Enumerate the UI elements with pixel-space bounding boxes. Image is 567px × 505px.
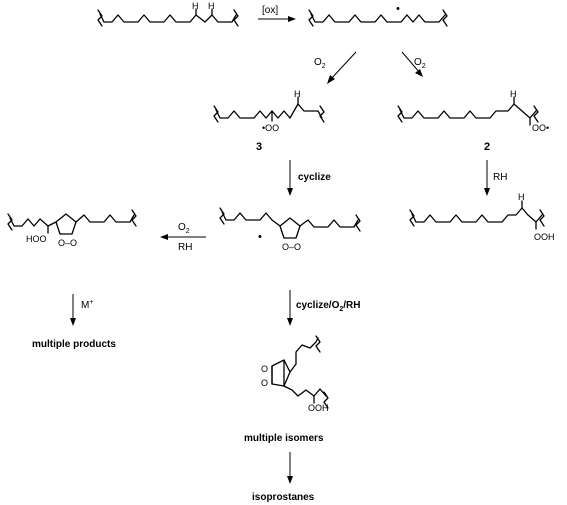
bicyclic-endoperoxide: O O OOH — [261, 335, 329, 413]
h-atom-4: H — [510, 89, 517, 99]
multiple-isomers-label: multiple isomers — [244, 433, 324, 444]
ox-label: [ox] — [262, 5, 278, 16]
hydroperoxide-product: H OOH — [409, 192, 555, 242]
rh-label: RH — [493, 172, 507, 183]
h-atom-3: H — [294, 89, 301, 99]
h-atom-2: H — [208, 1, 215, 11]
isoprostanes-arrow — [287, 452, 293, 484]
o2-rh-o2-label: O2 — [178, 222, 190, 235]
cyclize-o2-rh-label: cyclize/O2/RH — [296, 300, 361, 313]
cyclize-o2-rh-arrow: cyclize/O2/RH — [287, 290, 361, 326]
endoperoxide-o-2: O — [261, 378, 268, 388]
cyclize-arrow: cyclize — [287, 160, 331, 196]
hydroperoxy-ooh-bottom: OOH — [308, 403, 329, 413]
hydroperoxy-hoo: HOO — [26, 234, 47, 244]
cyclized-endoperoxide-radical: • O–O — [219, 207, 361, 252]
o2-left-arrow: O2 — [314, 51, 357, 84]
compound-label-2: 2 — [484, 141, 490, 153]
hydroperoxy-endoperoxide: HOO O–O — [7, 209, 137, 248]
hydroperoxy-ooh: OOH — [534, 232, 555, 242]
multiple-products-label: multiple products — [32, 339, 116, 350]
ox-arrow: [ox] — [258, 5, 296, 22]
endoperoxide-oo-left: O–O — [58, 238, 77, 248]
carbon-radical-dot: • — [258, 231, 262, 243]
rh-arrow: RH — [484, 160, 507, 196]
m-plus-label: M+ — [81, 299, 93, 311]
isoprostanes-label: isoprostanes — [252, 492, 315, 503]
m-plus-arrow: M+ — [70, 294, 93, 326]
o2-right-arrow: O2 — [401, 51, 426, 77]
compound-3-peroxyl-radical: H •OO 3 — [213, 89, 325, 153]
peroxyl-group-3: •OO — [262, 123, 279, 133]
compound-2-peroxyl-radical: H OO• 2 — [397, 89, 549, 153]
radical-dot: • — [396, 3, 400, 15]
starting-fatty-acid: H H — [97, 1, 239, 27]
o2-rh-rh-label: RH — [178, 242, 192, 253]
h-atom-5: H — [518, 192, 525, 202]
o2-left-label: O2 — [314, 57, 326, 70]
endoperoxide-o-1: O — [261, 364, 268, 374]
peroxyl-group-2: OO• — [532, 123, 549, 133]
pentadienyl-radical: • — [308, 3, 448, 27]
h-atom-1: H — [192, 1, 199, 11]
o2-right-label: O2 — [414, 57, 426, 70]
o2-rh-arrow: O2 RH — [160, 222, 206, 253]
cyclize-label: cyclize — [298, 172, 331, 183]
endoperoxide-oo: O–O — [282, 242, 301, 252]
compound-label-3: 3 — [256, 141, 262, 153]
